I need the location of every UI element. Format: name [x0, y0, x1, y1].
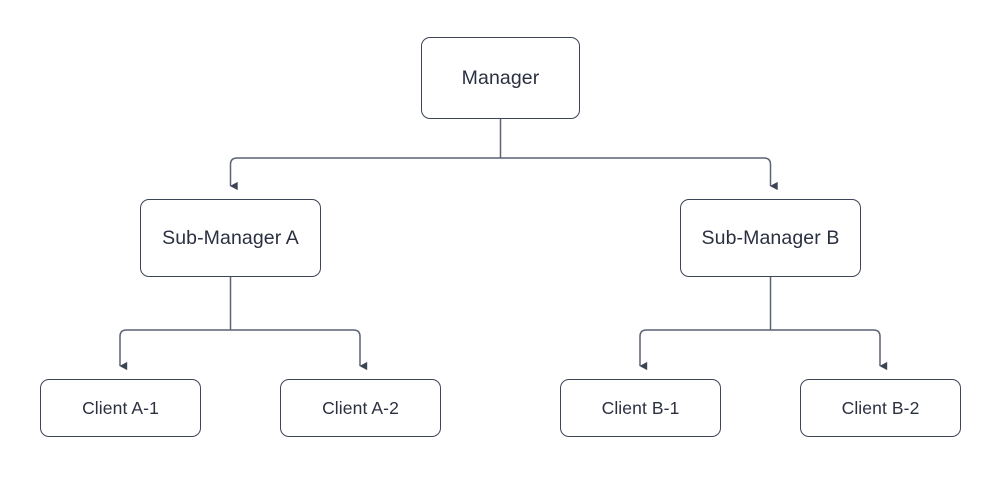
edge-sub-manager-a-to-client-a2 — [230, 329, 368, 371]
node-client-a2[interactable]: Client A-2 — [280, 379, 441, 437]
edge-sub-manager-a-to-client-a1 — [119, 329, 231, 371]
node-sub-manager-b[interactable]: Sub-Manager B — [680, 199, 861, 277]
edge-sub-manager-b-to-client-b2 — [770, 329, 888, 371]
node-sub-manager-a-label: Sub-Manager A — [162, 226, 299, 249]
node-sub-manager-a[interactable]: Sub-Manager A — [140, 199, 321, 277]
edge-manager-to-sub-manager-a — [229, 157, 501, 191]
node-client-b2-label: Client B-2 — [841, 397, 920, 418]
node-client-a2-label: Client A-2 — [322, 397, 399, 418]
node-sub-manager-b-label: Sub-Manager B — [701, 226, 840, 249]
edge-manager-to-sub-manager-b — [500, 157, 778, 191]
node-manager[interactable]: Manager — [421, 37, 580, 119]
node-client-b1-label: Client B-1 — [601, 397, 680, 418]
node-client-b1[interactable]: Client B-1 — [560, 379, 721, 437]
node-client-b2[interactable]: Client B-2 — [800, 379, 961, 437]
node-client-a1-label: Client A-1 — [82, 397, 159, 418]
node-manager-label: Manager — [461, 66, 540, 89]
node-client-a1[interactable]: Client A-1 — [40, 379, 201, 437]
edge-sub-manager-b-to-client-b1 — [639, 329, 771, 371]
